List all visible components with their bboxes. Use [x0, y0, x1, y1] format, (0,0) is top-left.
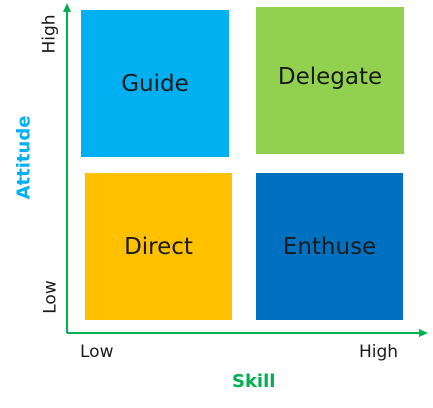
y-axis-title: Attitude: [13, 115, 35, 200]
x-axis-low-label: Low: [80, 342, 114, 362]
quadrant-delegate: Delegate: [256, 7, 404, 154]
x-axis-title: Skill: [232, 371, 276, 392]
y-axis-high-label: High: [39, 14, 60, 54]
quadrant-guide: Guide: [81, 10, 229, 157]
quadrant-enthuse: Enthuse: [256, 173, 403, 320]
quadrant-delegate-label: Delegate: [277, 63, 383, 90]
y-axis-low-label: Low: [40, 280, 61, 314]
quadrant-direct-label: Direct: [124, 233, 193, 260]
x-axis-arrow: [419, 329, 428, 337]
quadrant-direct: Direct: [85, 173, 232, 320]
quadrant-enthuse-label: Enthuse: [282, 233, 377, 260]
x-axis-high-label: High: [359, 342, 399, 362]
quadrant-guide-label: Guide: [121, 70, 189, 97]
y-axis-arrow: [63, 3, 71, 12]
